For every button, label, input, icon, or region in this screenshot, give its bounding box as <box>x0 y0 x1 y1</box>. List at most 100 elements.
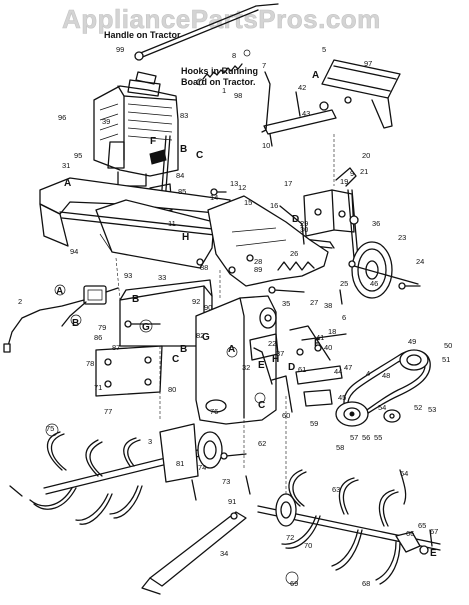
part-number-label: 85 <box>178 187 186 196</box>
part-number-label: 76 <box>210 407 218 416</box>
hooks-callout-line-2: Board on Tractor. <box>181 77 256 87</box>
front-shield <box>39 177 231 269</box>
part-number-label: 51 <box>442 355 450 364</box>
part-number-label: 5 <box>322 45 326 54</box>
reference-letter: E <box>430 548 437 559</box>
tension-spring <box>196 49 251 86</box>
part-number-label: 62 <box>258 439 266 448</box>
part-number-label: 34 <box>220 549 228 558</box>
right-tines <box>281 469 407 585</box>
part-number-label: 22 <box>268 339 276 348</box>
part-number-label: 41 <box>316 333 324 342</box>
part-number-label: 47 <box>344 363 352 372</box>
part-number-label: 17 <box>284 179 292 188</box>
part-number-label: 37 <box>276 349 284 358</box>
part-number-label: 10 <box>262 141 270 150</box>
reference-letter: B <box>180 344 187 355</box>
reference-letter: C <box>258 400 265 411</box>
handle-rod <box>134 3 279 61</box>
reference-letter: D <box>288 362 295 373</box>
part-number-label: 57 <box>350 433 358 442</box>
reference-letter: H <box>272 354 279 365</box>
part-number-label: 90 <box>204 303 212 312</box>
part-number-label: 19 <box>340 177 348 186</box>
reference-letter: D <box>292 214 299 225</box>
part-number-label: 31 <box>62 161 70 170</box>
part-number-label: 72 <box>286 533 294 542</box>
part-number-label: 38 <box>324 301 332 310</box>
reference-letter: G <box>142 322 150 333</box>
part-number-label: 9 <box>350 169 354 178</box>
part-number-label: 12 <box>238 183 246 192</box>
part-number-label: 65 <box>418 521 426 530</box>
watermark: AppliancePartsPros.com <box>62 4 381 34</box>
part-number-label: 46 <box>370 279 378 288</box>
drag-bar <box>141 511 247 595</box>
part-number-label: 26 <box>290 249 298 258</box>
part-number-label: 98 <box>234 91 242 100</box>
part-number-label: 27 <box>310 298 318 307</box>
part-number-label: 30 <box>300 225 308 234</box>
part-number-label: 33 <box>158 273 166 282</box>
part-number-label: 21 <box>360 167 368 176</box>
part-number-label: 68 <box>362 579 370 588</box>
idler-pulley <box>383 409 401 423</box>
part-number-label: 18 <box>328 327 336 336</box>
part-number-label: 36 <box>372 219 380 228</box>
reference-letter: B <box>72 318 79 329</box>
part-number-label: 7 <box>262 61 266 70</box>
part-number-label: 81 <box>176 459 184 468</box>
left-tines <box>9 431 143 525</box>
depth-wheel <box>348 241 419 299</box>
part-number-label: 53 <box>428 405 436 414</box>
part-number-label: 58 <box>336 443 344 452</box>
part-number-label: 8 <box>232 51 236 60</box>
part-number-label: 86 <box>94 333 102 342</box>
part-number-label: 23 <box>398 233 406 242</box>
part-number-label: 14 <box>210 193 218 202</box>
part-number-label: 2 <box>18 297 22 306</box>
part-number-label: 35 <box>282 299 290 308</box>
reference-letter: A <box>56 286 63 297</box>
part-number-label: 93 <box>124 271 132 280</box>
part-number-label: 15 <box>244 198 252 207</box>
part-number-label: 50 <box>444 341 452 350</box>
part-number-label: 29 <box>300 219 308 228</box>
part-number-label: 92 <box>192 297 200 306</box>
part-number-label: 84 <box>176 171 184 180</box>
part-number-label: 40 <box>324 343 332 352</box>
hardware-bolts <box>124 188 433 547</box>
part-number-label: 54 <box>378 403 386 412</box>
engine <box>93 71 179 187</box>
part-number-label: 75 <box>46 424 54 433</box>
part-number-label: 42 <box>298 83 306 92</box>
part-number-label: 56 <box>362 433 370 442</box>
depth-control <box>207 195 329 287</box>
pulley-lower <box>335 401 369 427</box>
handle-callout: Handle on Tractor <box>104 30 181 40</box>
reference-letter: A <box>312 70 319 81</box>
part-number-label: 71 <box>94 383 102 392</box>
mounting-plate <box>95 345 163 397</box>
part-number-label: 60 <box>282 411 290 420</box>
part-number-label: 61 <box>298 365 306 374</box>
reference-letter: B <box>132 294 139 305</box>
part-number-label: 11 <box>168 219 176 228</box>
part-number-label: 67 <box>430 527 438 536</box>
part-number-label: 95 <box>74 151 82 160</box>
part-number-label: 66 <box>406 529 414 538</box>
part-number-label: 25 <box>340 279 348 288</box>
hooks-callout-line-1: Hooks in Running <box>181 66 258 76</box>
tine-end-cap <box>395 531 429 555</box>
reference-letter: F <box>314 338 320 349</box>
part-number-label: 49 <box>408 337 416 346</box>
reference-letter: C <box>196 150 203 161</box>
part-number-label: 48 <box>382 371 390 380</box>
reference-letter: A <box>64 178 71 189</box>
part-number-label: 64 <box>400 469 408 478</box>
part-number-label: 16 <box>270 201 278 210</box>
part-number-label: 78 <box>86 359 94 368</box>
wheel-bracket <box>303 167 359 259</box>
idler-linkage <box>253 325 347 413</box>
